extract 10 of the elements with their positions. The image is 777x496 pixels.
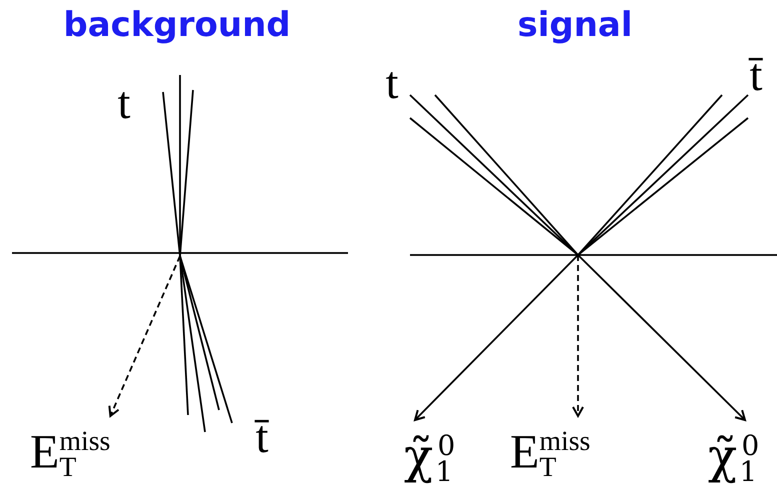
quark-label: t̄: [750, 52, 762, 98]
panel-title: signal: [517, 8, 633, 42]
quark-label: t̄: [256, 414, 268, 460]
quark-label: t: [386, 60, 398, 106]
quark-label: t: [118, 80, 130, 126]
panel-title: background: [63, 8, 291, 42]
dashed-arrow: [572, 255, 584, 417]
dashed-arrow: [108, 256, 181, 417]
arrow: [577, 254, 746, 421]
arrow: [414, 254, 579, 421]
